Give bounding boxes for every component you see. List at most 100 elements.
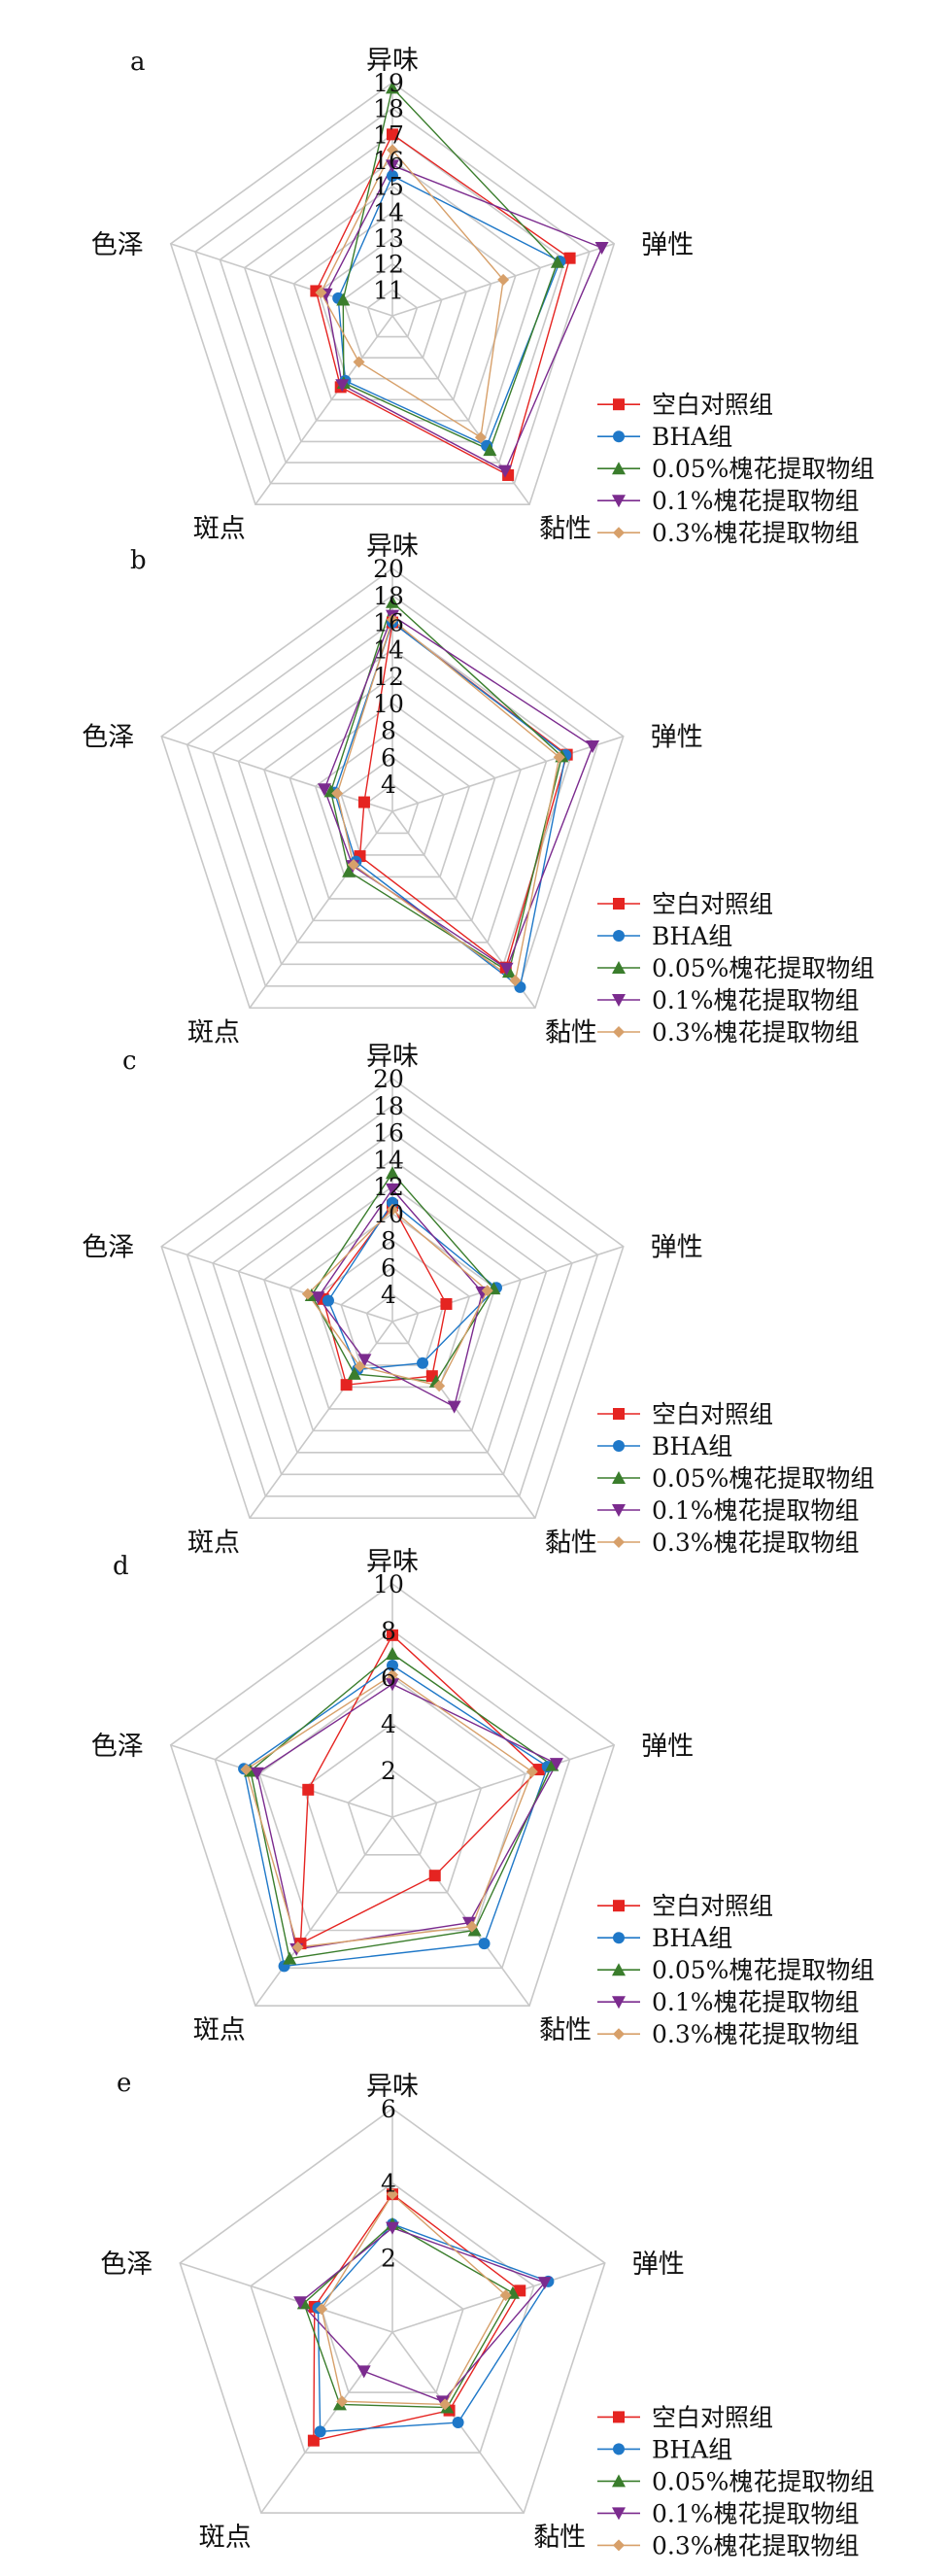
legend-label: 0.1%槐花提取物组 [652, 487, 860, 515]
series-line [322, 1204, 448, 1386]
data-point [387, 613, 398, 626]
data-point [336, 292, 351, 306]
legend-label: 0.05%槐花提取物组 [652, 2467, 874, 2495]
axis-label: 黏性 [539, 2015, 592, 2045]
data-point [428, 1870, 441, 1882]
radar-panel-a: a111213141516171819异味弹性黏性斑点色泽空白对照组BHA组0.… [91, 46, 875, 547]
grid-ring [186, 1104, 599, 1497]
grid-ring [169, 1583, 616, 2007]
data-point [240, 1764, 253, 1776]
legend-marker [612, 2474, 626, 2488]
series-line [317, 2223, 550, 2433]
legend-label: 0.1%槐花提取物组 [652, 986, 860, 1014]
legend-label: 空白对照组 [652, 1400, 773, 1428]
legend-label: 空白对照组 [652, 1892, 773, 1920]
legend-label: 0.3%槐花提取物组 [652, 1018, 860, 1047]
series-line [299, 1633, 540, 1945]
data-point [447, 1400, 461, 1414]
series-line [313, 2193, 522, 2442]
axis-label: 黏性 [545, 1017, 597, 1048]
data-point [497, 464, 512, 478]
tick-label: 2 [381, 1757, 396, 1785]
tick-label: 12 [373, 663, 404, 691]
legend-label: BHA组 [652, 1432, 732, 1460]
grid-ring [169, 82, 616, 505]
tick-label: 18 [373, 95, 404, 123]
data-point [331, 787, 344, 800]
data-point [563, 252, 576, 264]
grid-ring [314, 729, 471, 878]
legend-marker [612, 994, 626, 1007]
data-point [387, 144, 398, 156]
series-line [337, 175, 561, 447]
data-point [465, 1920, 478, 1933]
data-point [525, 1766, 538, 1778]
axis-label: 异味 [366, 46, 419, 76]
tick-label: 20 [373, 1065, 404, 1093]
legend-marker [613, 2028, 625, 2041]
series-line [255, 1683, 558, 1950]
grid-spoke [391, 1321, 536, 1519]
legend-marker [613, 1536, 625, 1548]
grid-spoke [170, 1744, 393, 1818]
data-point [387, 128, 398, 141]
grid-ring [250, 2181, 535, 2454]
data-point [356, 2365, 371, 2379]
legend-label: 空白对照组 [652, 391, 773, 419]
data-point [553, 751, 565, 764]
legend-marker [613, 1932, 625, 1944]
axis-label: 色泽 [91, 1732, 144, 1762]
axis-label: 色泽 [82, 723, 134, 753]
tick-label: 8 [381, 1617, 396, 1645]
data-point [347, 859, 359, 872]
series-line [329, 601, 563, 974]
data-point [315, 287, 327, 299]
grid-ring [366, 289, 419, 338]
grid-spoke [391, 1744, 615, 1818]
tick-label: 10 [373, 690, 404, 718]
data-point [478, 1938, 491, 1950]
axis-label: 斑点 [199, 2523, 252, 2553]
grid-ring [292, 211, 492, 401]
tick-label: 6 [381, 2095, 396, 2123]
grid-ring [340, 756, 445, 856]
data-point [549, 1758, 563, 1771]
grid-spoke [391, 1245, 625, 1322]
tick-label: 12 [373, 1173, 404, 1201]
legend-label: 空白对照组 [652, 2403, 773, 2431]
tick-label: 2 [381, 2244, 396, 2272]
legend-label: 0.3%槐花提取物组 [652, 1528, 860, 1557]
grid-ring [321, 2256, 464, 2393]
axis-label: 异味 [366, 532, 419, 562]
tick-label: 18 [373, 1092, 404, 1120]
data-point [386, 1678, 399, 1692]
legend-marker [613, 1026, 625, 1038]
series-line [250, 1653, 554, 1960]
data-point [307, 2434, 320, 2447]
axis-label: 斑点 [187, 1017, 240, 1048]
axis-label: 弹性 [641, 1732, 694, 1762]
grid-ring [194, 107, 591, 485]
series-line [336, 618, 560, 982]
grid-spoke [170, 243, 393, 317]
legend-label: BHA组 [652, 2435, 732, 2463]
grid-ring [365, 783, 420, 835]
grid-spoke [249, 810, 393, 1009]
legend-marker [612, 2507, 626, 2521]
axis-label: 弹性 [632, 2250, 685, 2280]
data-point [386, 1647, 399, 1660]
axis-label: 弹性 [651, 723, 703, 753]
axis-label: 弹性 [641, 230, 694, 260]
axis-label: 异味 [366, 2072, 419, 2102]
data-point [499, 962, 514, 976]
tick-label: 16 [373, 147, 404, 175]
grid-ring [212, 621, 573, 966]
grid-ring [314, 1239, 471, 1389]
legend-label: 0.3%槐花提取物组 [652, 2020, 860, 2048]
tick-label: 8 [381, 717, 396, 745]
tick-label: 16 [373, 1119, 404, 1148]
data-point [317, 783, 331, 797]
data-point [550, 255, 564, 268]
data-point [386, 81, 399, 94]
